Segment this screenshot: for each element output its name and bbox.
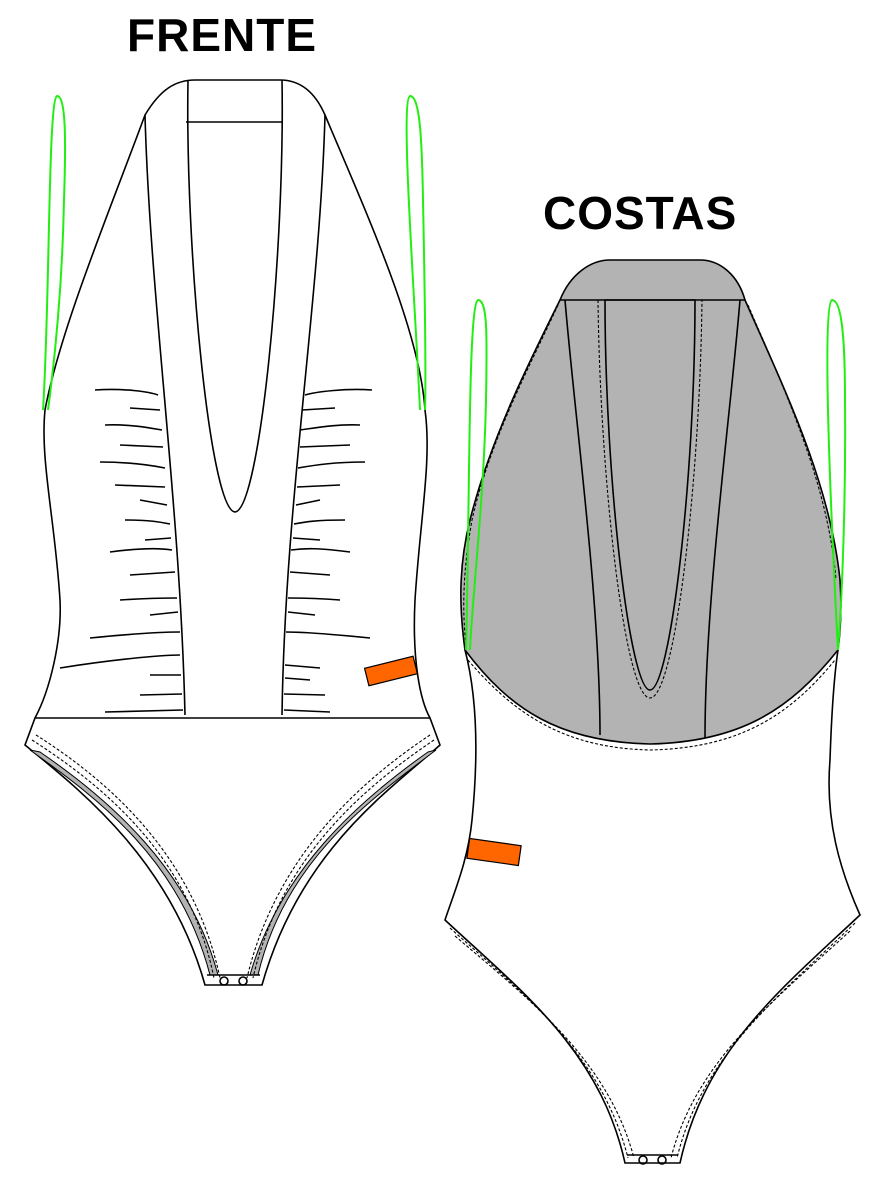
snap-button (638, 1155, 648, 1165)
front-view (24, 79, 441, 986)
back-body-outline (444, 649, 861, 1164)
back-leg-stitch-right (676, 922, 856, 1159)
back-side-stitch (747, 304, 837, 581)
back-view-title: COSTAS (543, 187, 738, 239)
orange-care-label (466, 837, 522, 867)
front-left-strap (42, 94, 67, 411)
back-opening-stitch (597, 299, 703, 699)
back-panel-left (564, 299, 601, 736)
front-gathers-right (283, 388, 373, 713)
front-leg-stitch-right (252, 739, 435, 979)
back-left-strap (465, 298, 488, 651)
front-neckline-v (186, 79, 284, 513)
front-center-panel-left (144, 114, 186, 716)
front-leg-stitch-right-2 (246, 734, 431, 979)
snap-button (657, 1155, 667, 1165)
front-leg-stitch-left-2 (35, 734, 221, 979)
front-body-outline (24, 79, 441, 986)
snap-button (238, 976, 248, 986)
back-panel-right (704, 299, 741, 739)
back-leg-stitch-left-2 (454, 935, 635, 1159)
front-gathers-left (59, 388, 184, 713)
orange-care-label (363, 655, 419, 687)
front-view-title: FRENTE (127, 9, 317, 61)
back-side-stitch (463, 304, 559, 646)
front-right-strap (405, 94, 427, 411)
back-right-strap (826, 298, 847, 651)
back-opening-v (604, 299, 696, 691)
back-leg-stitch-left (449, 927, 629, 1159)
front-leg-stitch-left (31, 739, 215, 979)
front-center-panel-right (281, 114, 326, 716)
back-leg-stitch-right-2 (670, 930, 851, 1159)
back-view (444, 259, 861, 1165)
snap-button (219, 976, 229, 986)
back-waist-stitch (467, 659, 836, 751)
back-lining-gray (460, 259, 842, 745)
